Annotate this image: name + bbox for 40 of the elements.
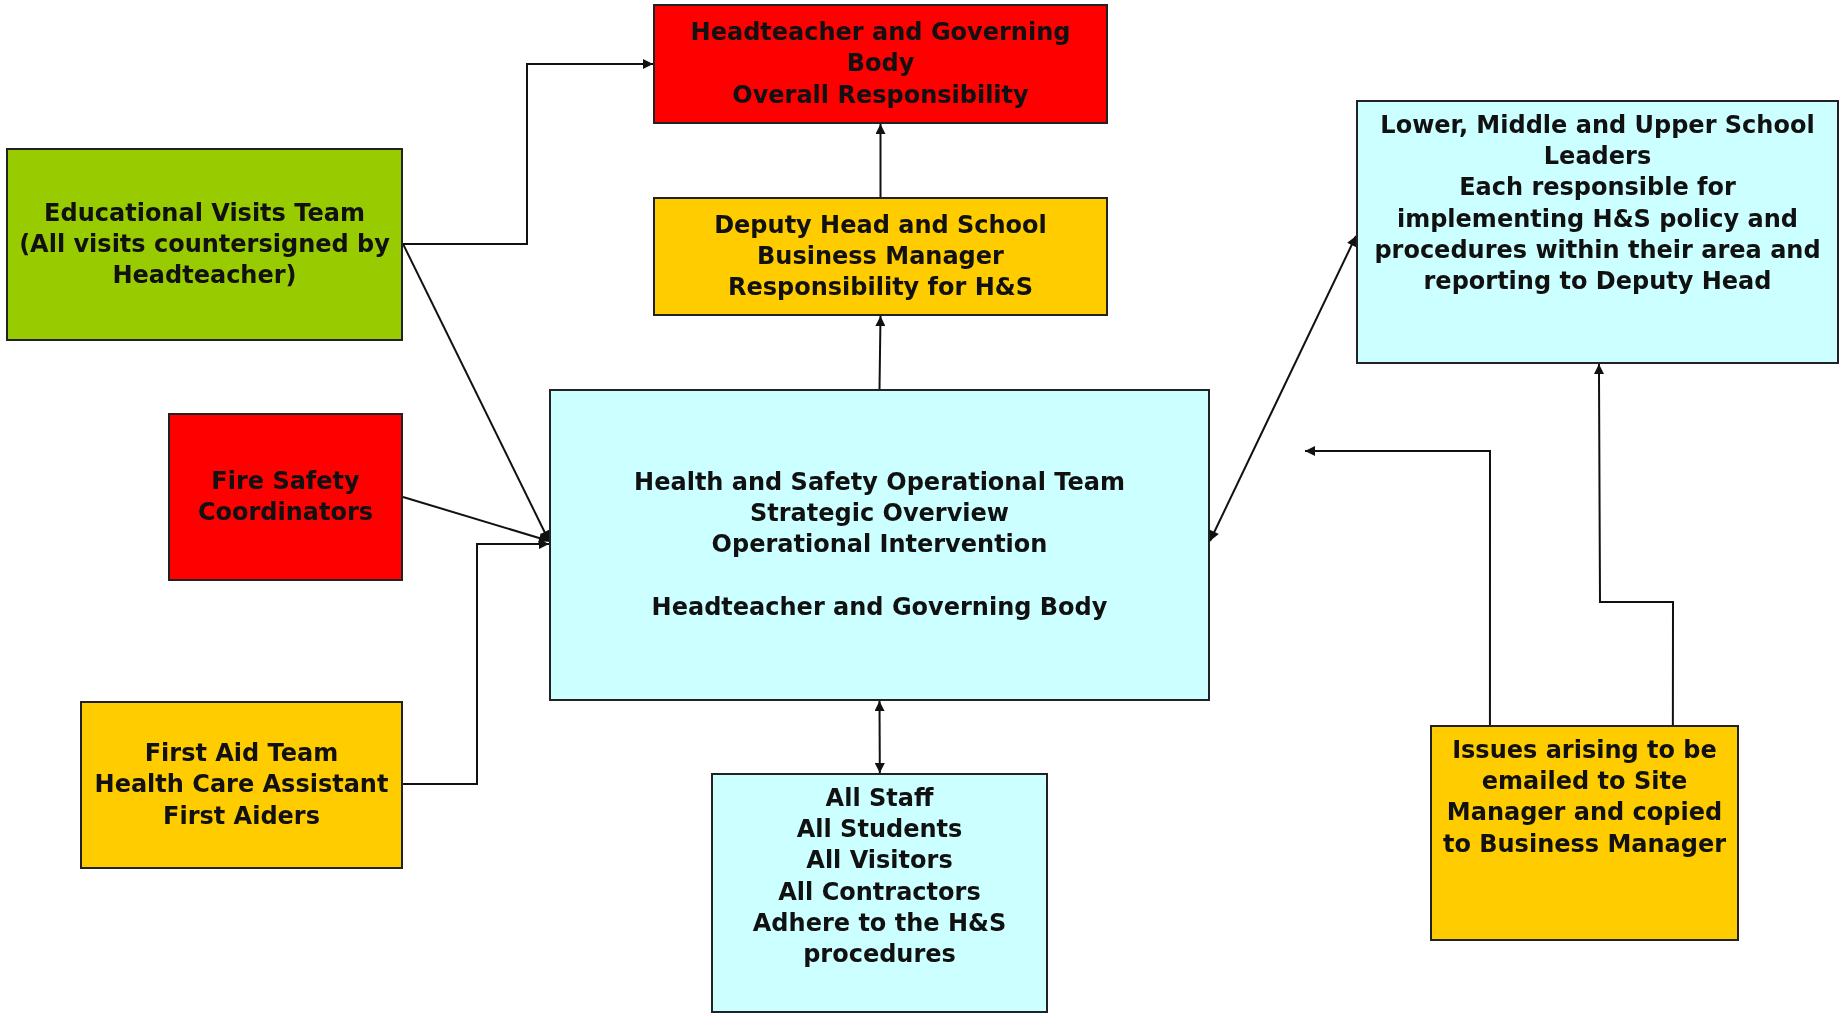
box-text: All Students [796, 814, 963, 846]
connector-arrow [874, 700, 885, 774]
box-text: All Contractors [778, 876, 981, 908]
box-heading: All Staff [825, 783, 934, 814]
box-heading: Educational Visits Team [44, 197, 365, 229]
box-text: Headteacher and Governing Body [651, 592, 1108, 624]
box-text: First Aiders [163, 800, 320, 832]
box-heading: Lower, Middle and Upper School Leaders [1379, 110, 1816, 173]
connector-arrow [875, 315, 886, 390]
box-text: Operational Intervention [711, 529, 1048, 560]
connector-arrow [1594, 363, 1674, 726]
box-heading: Headteacher and Governing Body [689, 17, 1072, 80]
connector-arrow [402, 496, 550, 543]
box-text: Overall Responsibility [732, 79, 1029, 111]
org-box [168, 413, 403, 581]
org-box [1356, 100, 1839, 364]
box-text: (All visits countersigned by Headteacher) [18, 228, 391, 292]
box-text: All Visitors [806, 845, 953, 877]
box-text: Strategic Overview [750, 497, 1009, 529]
org-box [711, 773, 1048, 1013]
connector-arrow [402, 539, 550, 785]
connector-arrow [875, 123, 886, 198]
box-heading: Issues arising to be emailed to Site Manager and copied to Business Manager [1441, 735, 1728, 860]
box-text: Responsibility for H&S [727, 272, 1034, 304]
box-heading: Health and Safety Operational Team [634, 466, 1125, 498]
box-heading: First Aid Team [144, 738, 339, 770]
org-box [1430, 725, 1739, 941]
connector-arrow [402, 59, 654, 245]
box-text: Adhere to the H&S procedures [751, 907, 1008, 970]
connector-arrow [1209, 234, 1357, 542]
org-box [653, 197, 1108, 316]
connector-arrow [1304, 446, 1491, 726]
org-box [653, 4, 1108, 124]
box-text: Health Care Assistant [94, 769, 389, 801]
box-text: Each responsible for implementing H&S policy and procedures within their area and reporting to Deputy Head [1373, 172, 1822, 297]
org-box [6, 148, 403, 341]
org-box [549, 389, 1210, 701]
box-heading: Fire Safety Coordinators [196, 465, 375, 528]
org-box [80, 701, 403, 869]
box-heading: Deputy Head and School Business Manager [713, 209, 1048, 272]
